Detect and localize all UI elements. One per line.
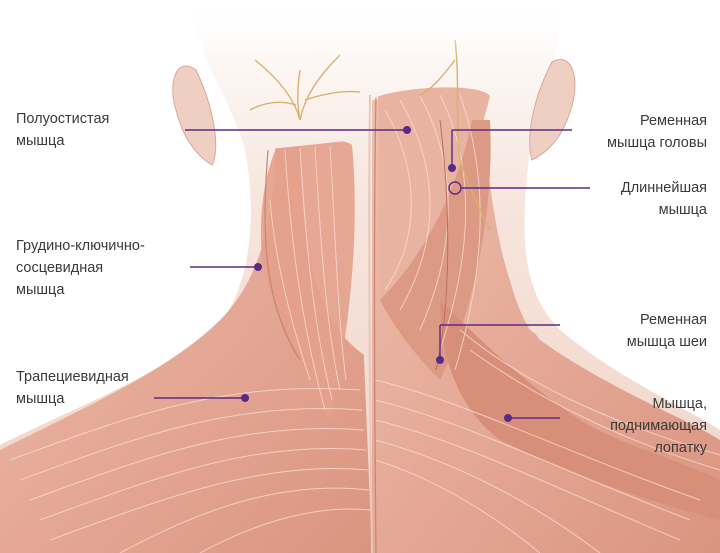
marker-semispinalis [403, 126, 411, 134]
label-scm-line3: мышца [16, 282, 65, 298]
label-sternocleidomastoid: Грудино-ключично- сосцевидная мышца [16, 235, 145, 301]
marker-splenius-capitis [448, 164, 456, 172]
marker-trapezius [241, 394, 249, 402]
label-splenius-capitis: Ременная мышца головы [607, 110, 707, 154]
label-longissimus-line2: мышца [658, 202, 707, 218]
label-trapezius-line2: мышца [16, 391, 65, 407]
label-levator-line2: поднимающая [610, 418, 707, 434]
label-scm-line2: сосцевидная [16, 260, 104, 276]
label-semispinalis: Полуостистая мышца [16, 108, 109, 152]
label-splenius-cervicis: Ременная мышца шеи [627, 309, 707, 353]
label-semispinalis-line1: Полуостистая [16, 111, 110, 127]
marker-levator-scapulae [504, 414, 512, 422]
label-splenius-capitis-line1: Ременная [639, 113, 707, 129]
label-trapezius: Трапециевидная мышца [16, 366, 129, 410]
label-scm-line1: Грудино-ключично- [16, 238, 145, 254]
label-levator-line1: Мышца, [652, 396, 707, 412]
label-trapezius-line1: Трапециевидная [16, 369, 129, 385]
label-splenius-cervicis-line1: Ременная [639, 312, 707, 328]
marker-longissimus [448, 181, 462, 195]
left-ear [172, 65, 217, 166]
label-longissimus-line1: Длиннейшая [620, 180, 707, 196]
sternocleidomastoid [260, 140, 355, 420]
label-longissimus: Длиннейшая мышца [621, 177, 707, 221]
marker-scm [254, 263, 262, 271]
right-ear [529, 59, 576, 161]
label-splenius-cervicis-line2: мышца шеи [626, 334, 707, 350]
marker-splenius-cervicis [436, 356, 444, 364]
levator-scapulae-muscle [440, 300, 720, 520]
label-splenius-capitis-line2: мышца головы [607, 135, 707, 151]
label-semispinalis-line2: мышца [16, 133, 65, 149]
splenius-capitis [380, 120, 491, 380]
label-levator-scapulae: Мышца, поднимающая лопатку [610, 393, 707, 459]
label-levator-line3: лопатку [654, 440, 707, 456]
